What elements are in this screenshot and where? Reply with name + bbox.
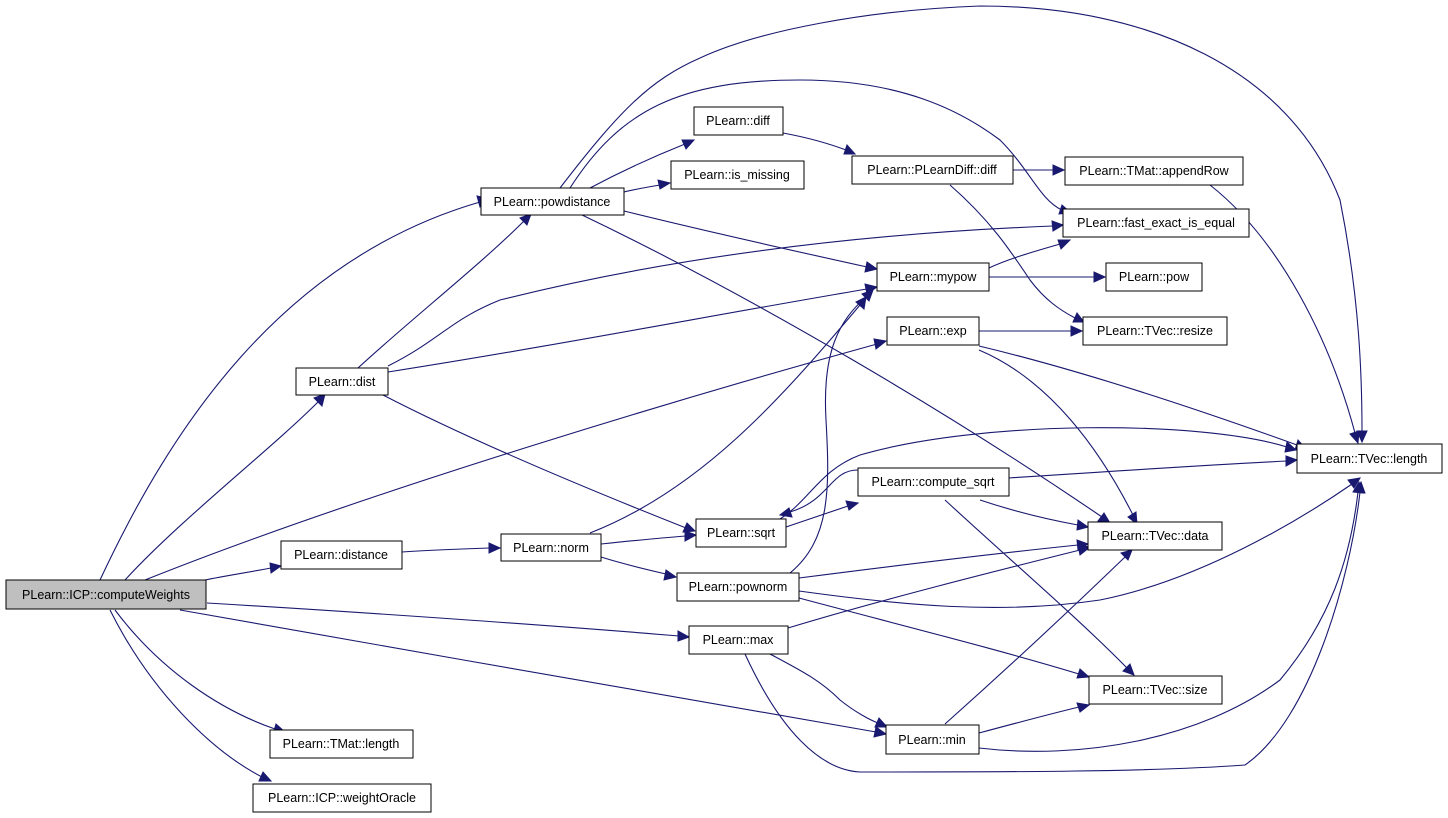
edge-max-min: [769, 653, 889, 728]
node-tvec_length[interactable]: PLearn::TVec::length: [1296, 443, 1443, 474]
svg-text:PLearn::TVec::resize: PLearn::TVec::resize: [1097, 324, 1213, 338]
edge-powdistance-is_missing: [623, 179, 672, 193]
node-compute_sqrt[interactable]: PLearn::compute_sqrt: [857, 467, 1010, 497]
node-appendRow[interactable]: PLearn::TMat::appendRow: [1064, 156, 1244, 186]
node-max[interactable]: PLearn::max: [688, 625, 789, 655]
svg-text:PLearn::mypow: PLearn::mypow: [890, 270, 978, 284]
svg-text:PLearn::PLearnDiff::diff: PLearn::PLearnDiff::diff: [867, 163, 997, 177]
node-min[interactable]: PLearn::min: [885, 724, 980, 755]
svg-text:PLearn::pow: PLearn::pow: [1119, 270, 1190, 284]
node-sqrt[interactable]: PLearn::sqrt: [695, 518, 787, 548]
node-diff[interactable]: PLearn::diff: [693, 106, 784, 136]
edge-computeWeights-exp: [144, 338, 888, 581]
edge-exp-tvec_length: [978, 345, 1308, 451]
edge-norm-sqrt: [600, 530, 698, 545]
edge-min-tvec_length: [978, 480, 1364, 752]
node-is_missing[interactable]: PLearn::is_missing: [670, 160, 805, 190]
edge-compute_sqrt-tvec_size: [944, 499, 1135, 676]
edge-powdistance-fast_exact_is_equal: [569, 79, 1073, 215]
svg-text:PLearn::TVec::size: PLearn::TVec::size: [1103, 683, 1208, 697]
node-powdistance[interactable]: PLearn::powdistance: [480, 187, 625, 216]
svg-text:PLearn::exp: PLearn::exp: [899, 324, 966, 338]
svg-text:PLearn::is_missing: PLearn::is_missing: [684, 168, 790, 182]
edge-powdistance-diff: [589, 139, 696, 189]
node-pow[interactable]: PLearn::pow: [1105, 262, 1203, 292]
svg-text:PLearn::min: PLearn::min: [898, 733, 965, 747]
node-tvec_resize[interactable]: PLearn::TVec::resize: [1082, 316, 1228, 346]
edge-dist-mypow: [387, 283, 879, 373]
svg-text:PLearn::fast_exact_is_equal: PLearn::fast_exact_is_equal: [1077, 216, 1235, 230]
svg-text:PLearn::dist: PLearn::dist: [309, 375, 376, 389]
svg-text:PLearn::diff: PLearn::diff: [706, 114, 770, 128]
edge-dist-sqrt: [382, 394, 697, 533]
svg-text:PLearn::pownorm: PLearn::pownorm: [689, 580, 788, 594]
edge-pldiff_diff-appendRow: [1013, 164, 1066, 176]
edge-norm-pownorm: [600, 556, 678, 581]
edge-sqrt-compute_sqrt: [785, 500, 860, 528]
edge-exp-tvec_resize: [979, 325, 1084, 337]
node-fast_exact_is_equal[interactable]: PLearn::fast_exact_is_equal: [1062, 208, 1250, 238]
edge-mypow-pow: [989, 271, 1107, 283]
edge-dist-fast_exact_is_equal: [387, 220, 1065, 367]
edge-computeWeights-tmat_length: [114, 609, 287, 735]
edge-computeWeights-weightOracle: [109, 609, 273, 782]
edge-computeWeights-distance: [204, 562, 283, 581]
edge-diff-pldiff_diff: [782, 132, 857, 155]
edge-computeWeights-dist: [124, 393, 326, 581]
node-distance[interactable]: PLearn::distance: [280, 540, 403, 570]
edge-mypow-fast_exact_is_equal: [988, 239, 1072, 269]
svg-text:PLearn::TVec::data: PLearn::TVec::data: [1101, 529, 1208, 543]
edge-compute_sqrt-tvec_data: [979, 499, 1090, 531]
node-norm[interactable]: PLearn::norm: [500, 533, 602, 562]
node-exp[interactable]: PLearn::exp: [886, 316, 980, 346]
edge-distance-norm: [401, 542, 502, 554]
svg-text:PLearn::norm: PLearn::norm: [513, 541, 589, 555]
edge-pownorm-tvec_length: [798, 477, 1361, 608]
node-tvec_data[interactable]: PLearn::TVec::data: [1087, 521, 1223, 551]
edge-pownorm-tvec_size: [798, 597, 1091, 679]
node-weightOracle[interactable]: PLearn::ICP::weightOracle: [252, 783, 432, 813]
node-pownorm[interactable]: PLearn::pownorm: [676, 572, 800, 602]
svg-text:PLearn::sqrt: PLearn::sqrt: [707, 526, 776, 540]
svg-text:PLearn::distance: PLearn::distance: [294, 548, 388, 562]
edge-max-tvec_data: [787, 544, 1092, 629]
edge-compute_sqrt-tvec_length: [1008, 455, 1299, 479]
svg-text:PLearn::TMat::appendRow: PLearn::TMat::appendRow: [1079, 164, 1229, 178]
node-computeWeights[interactable]: PLearn::ICP::computeWeights: [5, 579, 207, 610]
node-pldiff_diff[interactable]: PLearn::PLearnDiff::diff: [851, 155, 1014, 185]
edge-min-tvec_data: [944, 549, 1133, 725]
edges: [99, 5, 1368, 782]
edge-computeWeights-max: [206, 602, 691, 642]
node-tvec_size[interactable]: PLearn::TVec::size: [1088, 675, 1223, 705]
svg-text:PLearn::compute_sqrt: PLearn::compute_sqrt: [872, 475, 996, 489]
edge-sqrt-tvec_length: [779, 427, 1298, 520]
node-dist[interactable]: PLearn::dist: [295, 367, 389, 396]
edge-pownorm-mypow: [789, 289, 874, 574]
svg-text:PLearn::max: PLearn::max: [703, 633, 775, 647]
edge-powdistance-tvec_length: [559, 5, 1368, 444]
svg-text:PLearn::TMat::length: PLearn::TMat::length: [283, 737, 400, 751]
svg-text:PLearn::ICP::computeWeights: PLearn::ICP::computeWeights: [22, 588, 190, 602]
node-mypow[interactable]: PLearn::mypow: [876, 262, 990, 292]
edge-pldiff_diff-tvec_resize: [949, 184, 1086, 323]
edge-computeWeights-min: [179, 609, 888, 738]
edge-compute_sqrt-sqrt: [778, 469, 859, 518]
edge-powdistance-mypow: [619, 209, 879, 273]
svg-text:PLearn::ICP::weightOracle: PLearn::ICP::weightOracle: [268, 791, 416, 805]
edge-min-tvec_size: [978, 702, 1091, 734]
node-tmat_length[interactable]: PLearn::TMat::length: [269, 729, 414, 759]
edge-exp-tvec_data: [978, 349, 1138, 526]
svg-text:PLearn::powdistance: PLearn::powdistance: [494, 195, 611, 209]
nodes: PLearn::ICP::computeWeights PLearn::dist…: [5, 106, 1443, 813]
svg-text:PLearn::TVec::length: PLearn::TVec::length: [1311, 452, 1428, 466]
edge-computeWeights-powdistance: [99, 195, 491, 581]
edge-max-tvec_length: [744, 480, 1366, 773]
edge-dist-powdistance: [357, 213, 532, 369]
